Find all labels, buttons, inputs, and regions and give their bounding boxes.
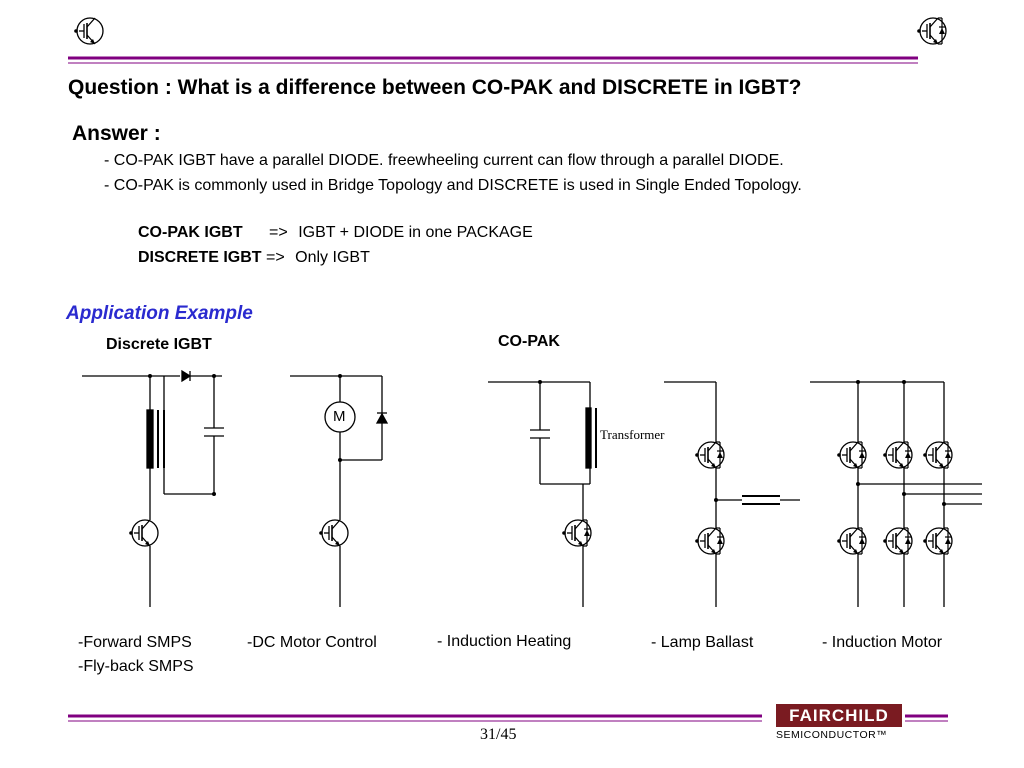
application-heading: Application Example [66,303,253,324]
transformer-label: Transformer [600,427,665,442]
logo-bottom-text: SEMICONDUCTOR™ [776,729,888,741]
definition-arrow: => [269,224,288,241]
caption-forward-smps: -Forward SMPS [78,634,192,651]
copak-icon [917,18,946,44]
induction-heating-circuit [488,381,597,607]
caption-induction-heating: - Induction Heating [437,633,572,650]
forward-smps-circuit [82,369,224,607]
fairchild-logo: FAIRCHILD SEMICONDUCTOR™ [776,704,902,744]
lamp-ballast-circuit [664,381,800,607]
caption-induction-motor: - Induction Motor [822,634,943,651]
logo-top-text: FAIRCHILD [776,704,902,727]
page-number: 31/45 [480,726,517,743]
definition-meaning: IGBT + DIODE in one PACKAGE [298,224,533,241]
definition-copak: CO-PAK IGBT => IGBT + DIODE in one PACKA… [138,224,533,242]
definition-arrow: => [266,249,285,266]
motor-label: M [333,408,346,425]
caption-lamp-ballast: - Lamp Ballast [651,634,754,651]
definition-meaning: Only IGBT [295,249,370,266]
answer-line-1: - CO-PAK IGBT have a parallel DIODE. fre… [104,152,784,169]
induction-motor-circuit [810,381,982,607]
igbt-icon [73,17,104,45]
caption-dc-motor: -DC Motor Control [247,634,377,651]
definition-discrete: DISCRETE IGBT => Only IGBT [138,249,370,267]
answer-line-2: - CO-PAK is commonly used in Bridge Topo… [104,177,802,194]
discrete-igbt-label: Discrete IGBT [106,336,212,353]
question-text: Question : What is a difference between … [68,76,802,99]
copak-label: CO-PAK [498,333,560,350]
answer-heading: Answer : [72,122,161,145]
definition-term: CO-PAK IGBT [138,224,243,241]
dc-motor-circuit [290,375,389,607]
definition-term: DISCRETE IGBT [138,249,262,266]
caption-flyback-smps: -Fly-back SMPS [78,658,194,675]
